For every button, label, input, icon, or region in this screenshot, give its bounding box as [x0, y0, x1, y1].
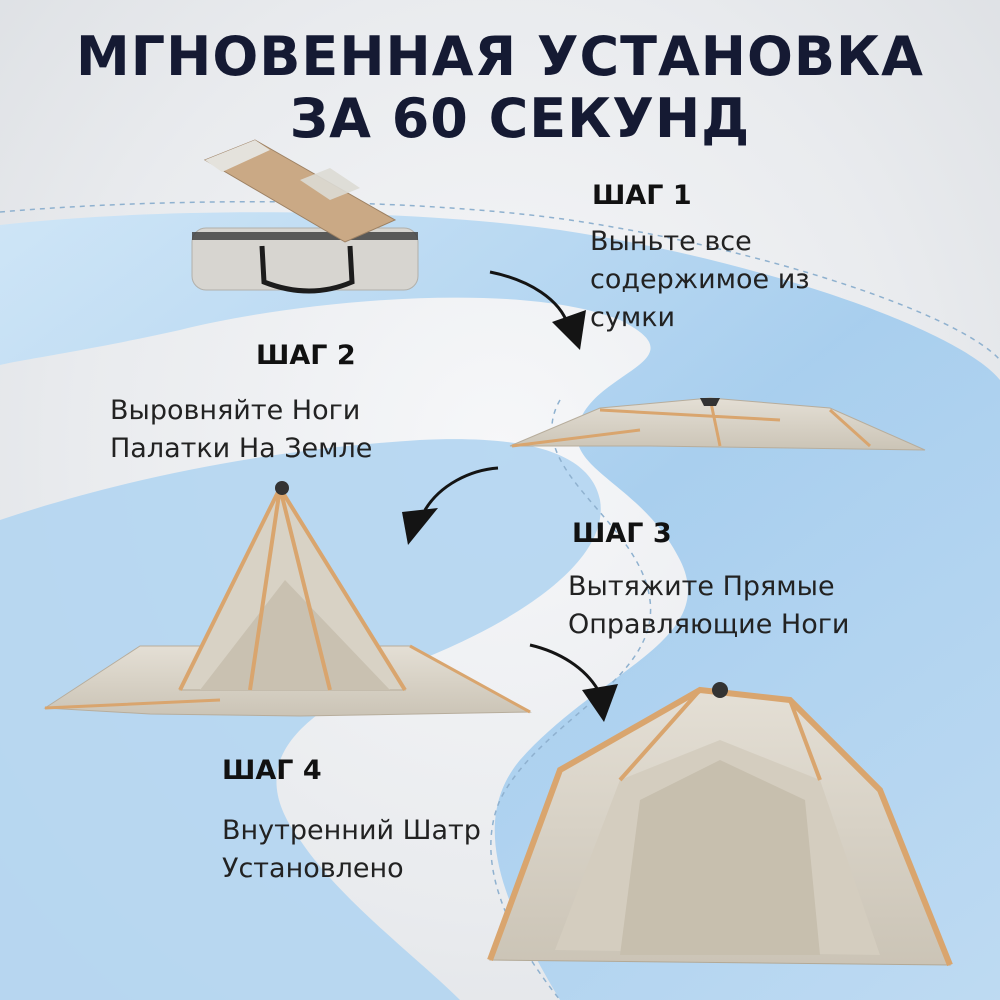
step-4-description: Внутренний Шатр Установлено: [222, 812, 481, 888]
step-1-label: ШАГ 1: [592, 180, 692, 211]
step-3-desc-line: Оправляющие Ноги: [568, 609, 850, 640]
page-title-line1: МГНОВЕННАЯ УСТАНОВКА: [76, 25, 924, 88]
arrow-step3-to-step4: [529, 643, 618, 722]
path-upper-dashes: [0, 200, 1000, 361]
step-4-desc-line: Внутренний Шатр: [222, 815, 481, 846]
arrow-step1-to-step2: [489, 270, 586, 350]
step-3-desc-line: Вытяжите Прямые: [568, 571, 835, 602]
flat-tent-image: [509, 397, 926, 451]
step-1-desc-line: содержимое из: [590, 264, 810, 295]
step-1-desc-line: сумки: [590, 302, 676, 333]
step-4-label: ШАГ 4: [222, 755, 322, 786]
step-4-desc-line: Установлено: [222, 853, 404, 884]
path-lower-band: [0, 439, 601, 1000]
step-3-label: ШАГ 3: [572, 518, 672, 549]
arrow-step2-to-step3: [402, 466, 499, 545]
page-title-line2: ЗА 60 СЕКУНД: [289, 87, 751, 150]
step-1-desc-line: Выньте все: [590, 226, 752, 257]
step-1-description: Выньте все содержимое из сумки: [590, 223, 810, 337]
half-raised-tent-image: [43, 481, 532, 717]
step-2-description: Выровняйте Ноги Палатки На Земле: [110, 392, 372, 468]
step-3-description: Вытяжите Прямые Оправляющие Ноги: [568, 568, 849, 644]
step-2-desc-line: Выровняйте Ноги: [110, 395, 361, 426]
path-side-dashes: [490, 399, 652, 1000]
assembled-tent-image: [487, 682, 953, 967]
tent-bag-image: [191, 139, 419, 294]
step-2-label: ШАГ 2: [256, 340, 356, 371]
step-2-desc-line: Палатки На Земле: [110, 433, 373, 464]
